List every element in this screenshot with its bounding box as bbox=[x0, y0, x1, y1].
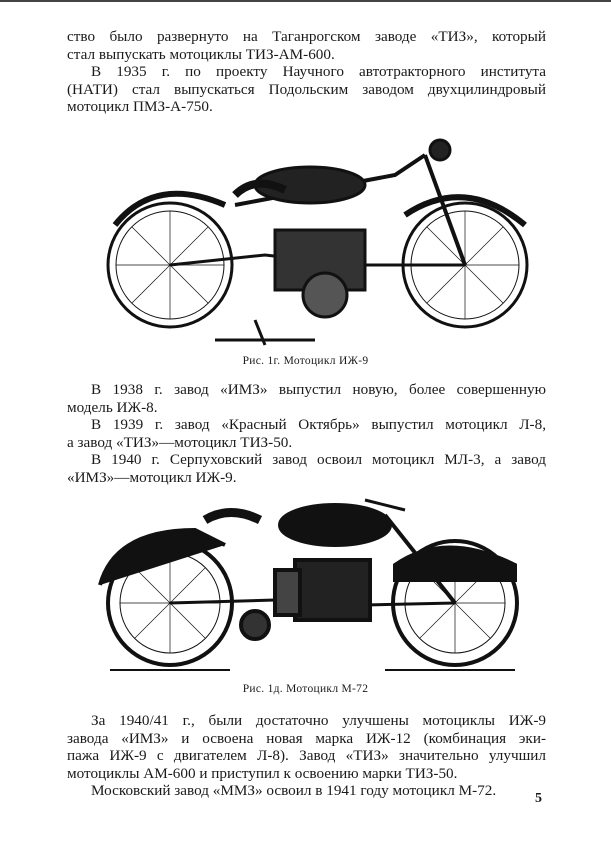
text-line: модель ИЖ-8. bbox=[67, 398, 158, 416]
text-block-1: ство было развернуто на Таганрогском зав… bbox=[67, 28, 546, 116]
text-line: мотоцикл ПМЗ-А-750. bbox=[67, 98, 213, 116]
text-line: В 1935 г. по проекту Научного автотракто… bbox=[91, 63, 546, 81]
text-line: а завод «ТИЗ»—мотоцикл ТИЗ-50. bbox=[67, 433, 293, 451]
text-line: «ИМЗ»—мотоцикл ИЖ-9. bbox=[67, 468, 237, 486]
text-line: В 1939 г. завод «Красный Октябрь» выпуст… bbox=[91, 416, 546, 434]
text-block-2: В 1938 г. завод «ИМЗ» выпустил новую, бо… bbox=[67, 381, 546, 487]
motorcycle-m72-illustration bbox=[98, 498, 519, 671]
text-line: ство было развернуто на Таганрогском зав… bbox=[67, 28, 546, 45]
text-line: В 1940 г. Серпуховский завод освоил мото… bbox=[91, 451, 546, 469]
text-line: завода «ИМЗ» и освоена новая марка ИЖ-12… bbox=[67, 729, 546, 747]
scan-border bbox=[0, 0, 611, 2]
text-line: пажа ИЖ-9 с двигателем Л-8). Завод «ТИЗ»… bbox=[67, 747, 546, 765]
text-line: стал выпускать мотоциклы ТИЗ-АМ-600. bbox=[67, 45, 335, 63]
figure-caption: Рис. 1д. Мотоцикл М-72 bbox=[242, 683, 369, 695]
text-line: Московский завод «ММЗ» освоил в 1941 год… bbox=[91, 782, 497, 800]
text-line: (НАТИ) стал выпускаться Подольским завод… bbox=[67, 80, 546, 98]
page-number: 5 bbox=[535, 791, 542, 806]
text-line: За 1940/41 г., были достаточно улучшены … bbox=[91, 712, 546, 729]
figure-caption: Рис. 1г. Мотоцикл ИЖ-9 bbox=[242, 355, 369, 367]
text-block-3: За 1940/41 г., были достаточно улучшены … bbox=[67, 712, 546, 800]
text-line: В 1938 г. завод «ИМЗ» выпустил новую, бо… bbox=[91, 381, 546, 398]
motorcycle-izh9-illustration bbox=[106, 138, 529, 346]
text-line: мотоциклы АМ-600 и приступил к освоению … bbox=[67, 764, 458, 782]
